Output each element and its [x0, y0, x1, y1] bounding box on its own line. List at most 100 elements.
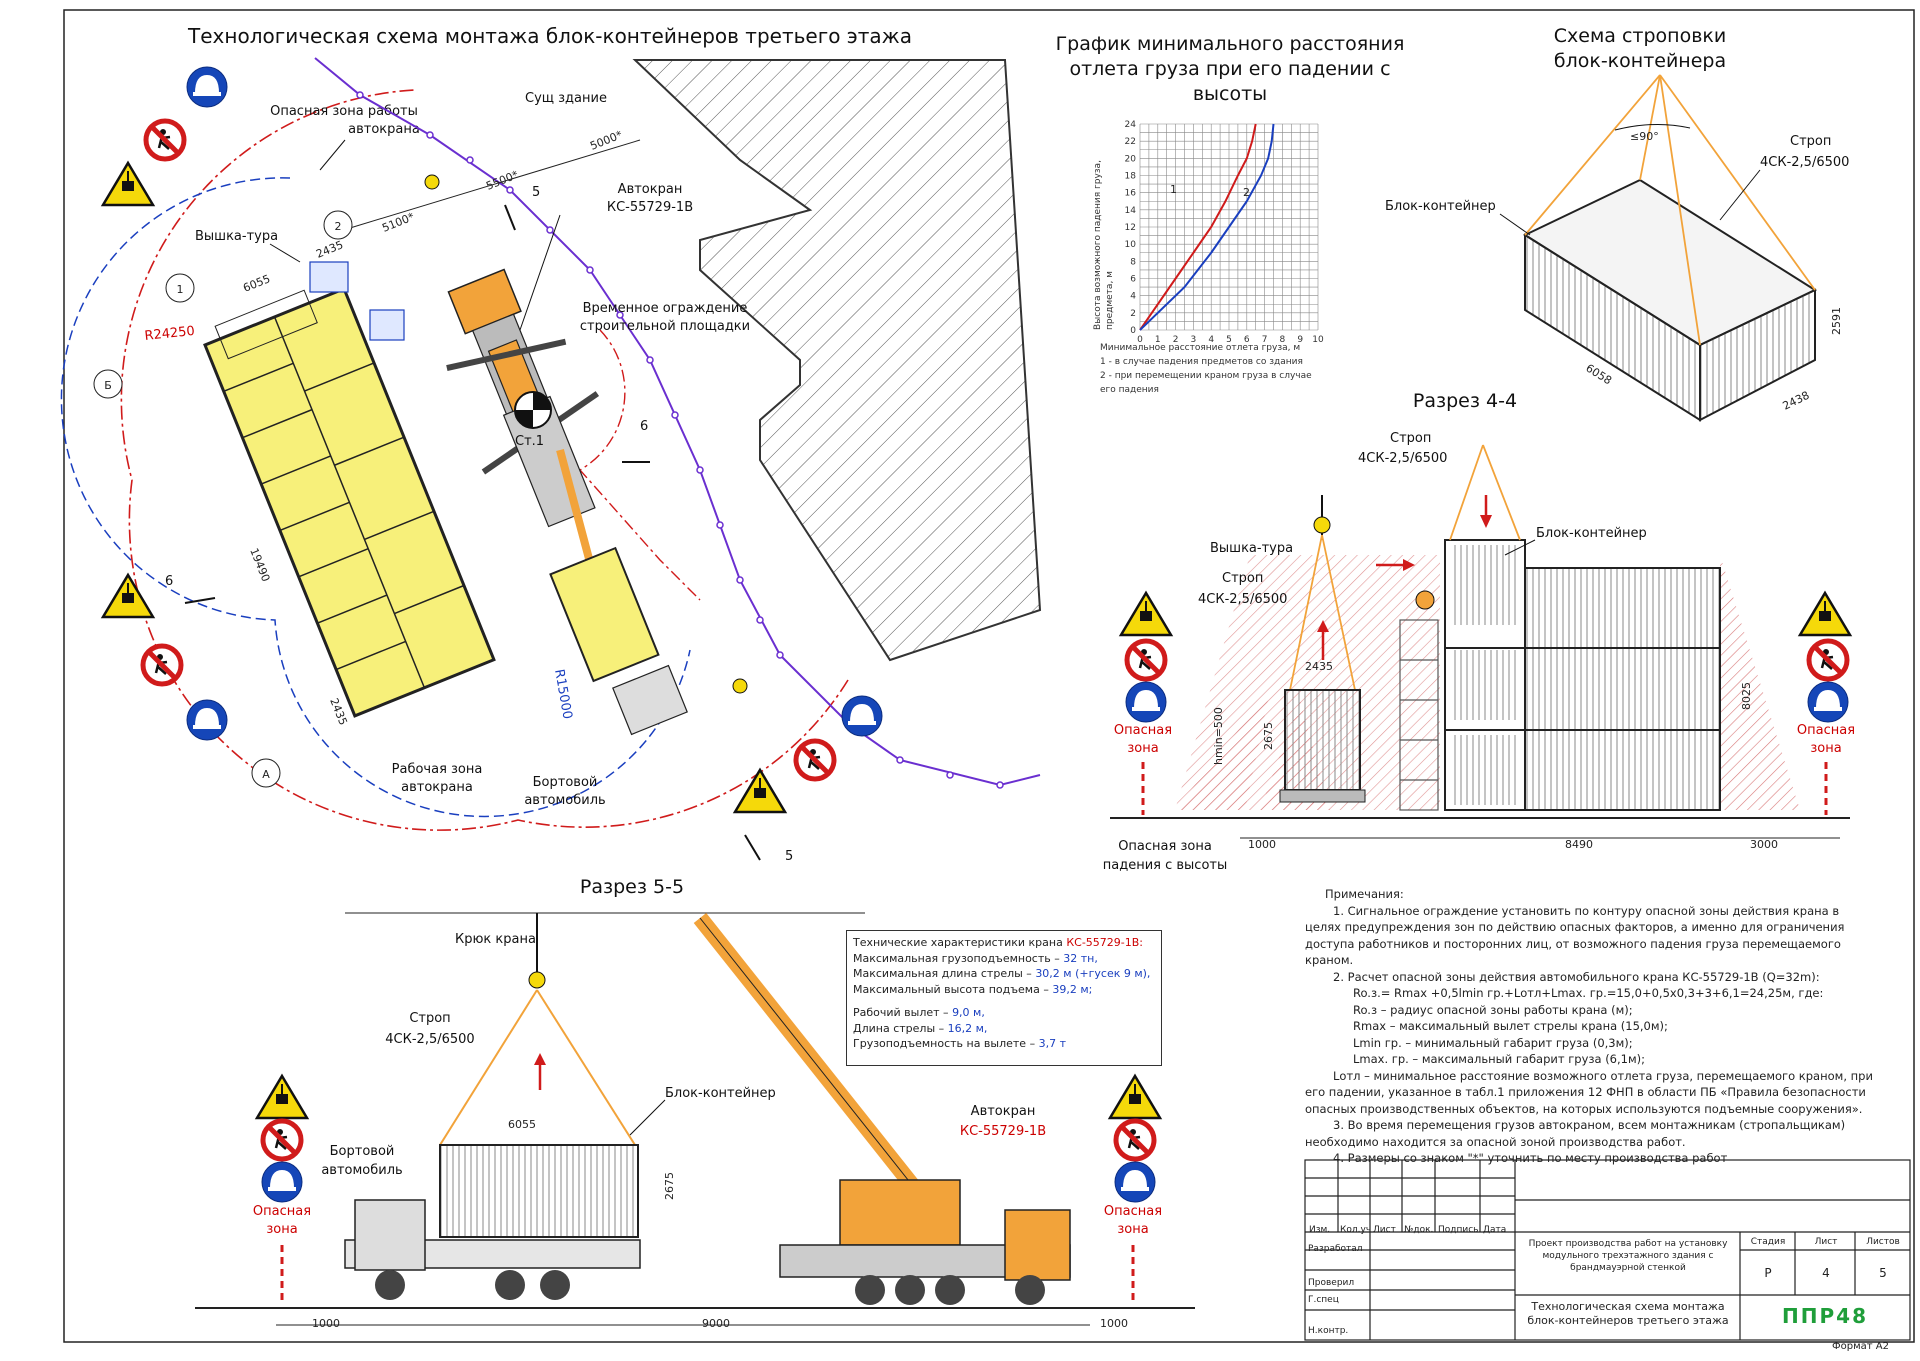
no-pedestrian-sign-icon-3	[796, 741, 834, 779]
cut-5-top: 5	[532, 185, 540, 200]
tb-col-izm: Изм.	[1309, 1225, 1331, 1235]
main-title: Технологическая схема монтажа блок-конте…	[187, 24, 912, 48]
s55-hook-label: Крюк крана	[455, 932, 536, 947]
graph-y-tick: 0	[1130, 326, 1136, 336]
s44-danger-fall-1: Опасная зона	[1118, 839, 1212, 854]
s55-danger-left-1: Опасная	[253, 1204, 311, 1219]
s55-crane-2: КС-55729-1В	[960, 1124, 1046, 1139]
tb-col-data: Дата	[1483, 1225, 1507, 1235]
cut-6-left: 6	[165, 574, 173, 589]
graph-caption-3: 2 - при перемещении краном груза в случа…	[1100, 371, 1312, 381]
spec-l1a: Технические характеристики крана	[853, 936, 1067, 949]
graph-x-tick: 9	[1297, 335, 1303, 345]
title-block	[1304, 1159, 1911, 1341]
ppr48-logo: ППР48	[1782, 1304, 1868, 1328]
s44-noped-left-icon	[1127, 641, 1165, 679]
graph-x-tick: 8	[1280, 335, 1286, 345]
axis-a: А	[262, 768, 270, 781]
s44-danger-left-2: зона	[1127, 741, 1158, 756]
existing-building	[632, 59, 1042, 662]
s44-dim-2675: 2675	[1262, 722, 1275, 750]
graph-y-tick: 12	[1125, 223, 1136, 233]
no-pedestrian-sign-icon	[146, 121, 184, 159]
s44-noped-right-icon	[1809, 641, 1847, 679]
tb-col-list: Лист	[1373, 1225, 1396, 1235]
s55-noped-left-icon	[263, 1121, 301, 1159]
truck-55	[344, 1199, 641, 1300]
tb-format: Формат А2	[1832, 1341, 1889, 1352]
signal-lamp-icon-2	[732, 678, 748, 694]
graph-x-tick: 3	[1191, 335, 1197, 345]
graph-y-tick: 22	[1125, 137, 1136, 147]
tb-h-stage: Стадия	[1750, 1237, 1786, 1247]
note-2: 2. Расчет опасной зоны действия автомоби…	[1333, 969, 1820, 984]
s44-tower: Вышка-тура	[1210, 541, 1293, 556]
s44-helmet-left-icon	[1125, 681, 1167, 723]
hook-55-icon	[528, 971, 546, 989]
signal-lamp-icon	[424, 174, 440, 190]
sling-title-1: Схема строповки	[1554, 25, 1726, 47]
sling-ropes	[1524, 74, 1816, 346]
spec-l3a: Максимальная длина стрелы –	[853, 967, 1036, 980]
s55-helmet-left-icon	[261, 1161, 303, 1203]
label-danger-zone-1: Опасная зона работы	[270, 104, 418, 119]
crane-swing-zone	[578, 329, 701, 601]
graph-x-tick: 7	[1262, 335, 1268, 345]
graph-title-3: высоты	[1193, 83, 1267, 105]
label-truck-plan-1: Бортовой	[533, 775, 598, 790]
graph-y-tick: 10	[1125, 240, 1137, 250]
cut-5-bottom: 5	[785, 849, 793, 864]
graph-y-tick: 6	[1130, 275, 1136, 285]
axis-1: 1	[177, 283, 184, 296]
s55-truck-1: Бортовой	[330, 1144, 395, 1159]
crane-55	[693, 913, 1071, 1305]
tower-plan-2	[369, 309, 405, 341]
s44-strop-left-1: Строп	[1222, 571, 1263, 586]
dim-2435-bottom: 2435	[327, 696, 350, 727]
sling-block-label: Блок-контейнер	[1385, 199, 1496, 214]
graph-y-tick: 16	[1125, 189, 1137, 199]
label-crane-plan-2: КС-55729-1В	[607, 200, 693, 215]
spec-l5b: 9,0 м,	[952, 1006, 985, 1019]
note-3: 3. Во время перемещения грузов автокрано…	[1305, 1118, 1846, 1149]
label-danger-zone-2: автокрана	[348, 122, 420, 137]
spec-l4b: 39,2 м;	[1052, 982, 1093, 996]
curve-1-label: 1	[1170, 183, 1177, 196]
graph-x-tick: 4	[1208, 335, 1214, 345]
graph-y-tick: 2	[1130, 309, 1136, 319]
curve-2-label: 2	[1243, 186, 1250, 199]
plan-view: Технологическая схема монтажа блок-конте…	[60, 24, 1042, 864]
graph-ylabel-2: предмета, м	[1105, 271, 1115, 330]
s44-danger-right-1: Опасная	[1797, 723, 1855, 738]
s44-strop-left-2: 4СК-2,5/6500	[1198, 592, 1287, 607]
s55-crane-1: Автокран	[971, 1104, 1036, 1119]
danger-zone-arc	[120, 89, 849, 831]
tb-h-sheet: Лист	[1814, 1237, 1838, 1247]
work-zone-arc	[60, 177, 691, 818]
radius-inner: R15000	[551, 668, 575, 720]
series-1-line	[1139, 123, 1257, 331]
block-header-plan	[214, 289, 318, 360]
graph-title-1: График минимального расстояния	[1056, 33, 1405, 55]
label-fence-2: строительной площадки	[580, 319, 750, 334]
label-fence-1: Временное ограждение	[583, 301, 748, 316]
graph-title-2: отлета груза при его падении с	[1069, 58, 1390, 80]
s55-danger-right-2: зона	[1117, 1222, 1148, 1237]
fall-distance-graph: График минимального расстояния отлета гр…	[1056, 33, 1405, 395]
worker-icon	[1415, 590, 1435, 610]
no-pedestrian-sign-icon-2	[143, 646, 181, 684]
dim-5000: 5000*	[588, 128, 624, 153]
sling-scheme: Схема строповки блок-контейнера ≤90° Стр…	[1385, 25, 1849, 422]
graph-caption-4: его падения	[1100, 385, 1159, 395]
tb-h-sheets: Листов	[1866, 1237, 1900, 1247]
sling-44-left	[1289, 534, 1356, 691]
s44-hmin: hmin=500	[1212, 707, 1225, 765]
station-label: Ст.1	[515, 434, 544, 449]
graph-x-tick: 6	[1244, 335, 1250, 345]
s55-dim-9000: 9000	[702, 1317, 730, 1330]
note-2e: Lmax. гр. – максимальный габарит груза (…	[1353, 1052, 1646, 1066]
fall-zone-hatch-right	[1720, 555, 1800, 810]
graph-y-tick: 24	[1125, 120, 1137, 130]
